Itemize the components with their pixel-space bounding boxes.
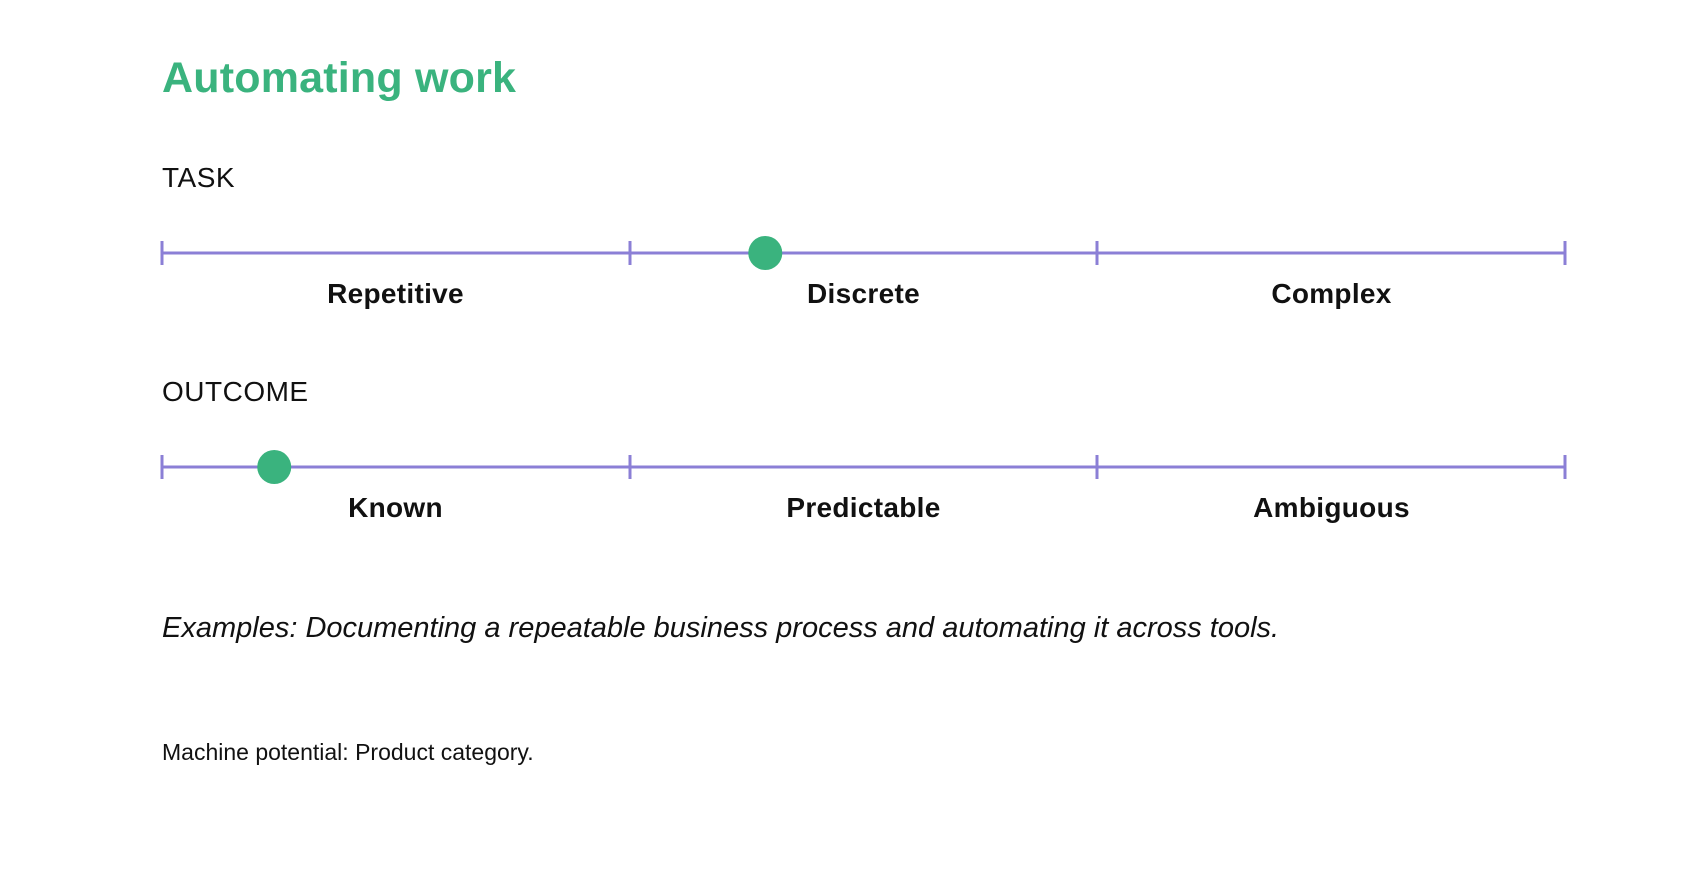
outcome-scale-label: OUTCOME	[162, 376, 309, 407]
task-band-complex: Complex	[1271, 278, 1392, 309]
task-scale-axis	[160, 236, 1567, 270]
outcome-band-known: Known	[348, 492, 443, 523]
task-scale-label: TASK	[162, 162, 236, 193]
task-band-discrete: Discrete	[807, 278, 920, 309]
task-scale: Repetitive Discrete Complex	[160, 233, 1567, 309]
footnote-text: Machine potential: Product category.	[162, 739, 534, 765]
outcome-band-predictable: Predictable	[786, 492, 941, 523]
outcome-scale: Known Predictable Ambiguous	[160, 447, 1567, 523]
outcome-band-ambiguous: Ambiguous	[1253, 492, 1410, 523]
outcome-scale-marker	[257, 450, 292, 484]
task-scale-marker	[748, 236, 783, 270]
page-title: Automating work	[162, 54, 517, 102]
outcome-scale-axis	[160, 450, 1567, 484]
examples-text: Examples: Documenting a repeatable busin…	[162, 612, 1280, 644]
task-band-repetitive: Repetitive	[327, 278, 464, 309]
